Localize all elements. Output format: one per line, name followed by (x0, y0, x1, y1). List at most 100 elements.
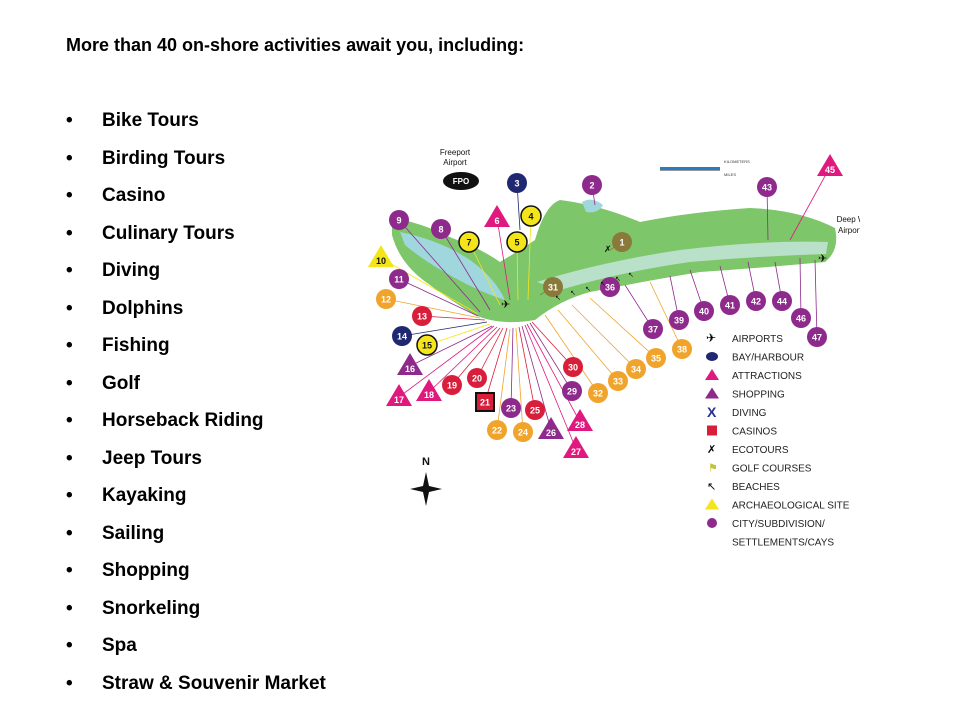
compass-icon (410, 472, 442, 506)
map-marker-label: 14 (397, 332, 407, 342)
map-marker-33 (608, 371, 628, 391)
leader-line (589, 297, 657, 359)
map-marker-label: 9 (396, 216, 401, 226)
map-marker-35 (646, 348, 666, 368)
activity-label: Casino (102, 185, 166, 206)
activity-label: Spa (102, 635, 137, 656)
map-marker-label: 11 (394, 275, 404, 285)
map-marker-label: 16 (405, 364, 415, 374)
bullet-icon: • (66, 597, 73, 619)
bullet-icon: • (66, 485, 73, 506)
activity-label: Shopping (102, 560, 190, 581)
freeport-label-1: Freeport (440, 148, 471, 157)
bullet-icon: • (66, 260, 73, 281)
north-label: N (422, 456, 430, 468)
map-marker-28 (567, 409, 593, 431)
legend-label: CASINOS (732, 427, 777, 438)
freeport-label-2: Airport (443, 158, 467, 167)
bullet-icon: • (66, 222, 73, 244)
map-marker-label: 13 (417, 312, 427, 322)
map-marker-label: 8 (438, 225, 443, 235)
map-marker-label: 23 (506, 404, 516, 414)
leader-line (428, 326, 498, 393)
map-marker-3 (507, 173, 527, 193)
map-marker-40 (694, 301, 714, 321)
map-marker-32 (588, 383, 608, 403)
diving-x-icon: X (707, 404, 717, 420)
leader-line (544, 314, 599, 394)
map-marker-24 (513, 422, 533, 442)
map-marker-5 (506, 231, 528, 253)
legend-label: CITY/SUBDIVISION/ (732, 519, 825, 530)
map-marker-label: 32 (593, 389, 603, 399)
leader-line (814, 259, 818, 338)
map-marker-label: 15 (422, 341, 432, 351)
deep-water-label-1: Deep Water Cay (837, 215, 860, 224)
activity-label: Kayaking (102, 485, 187, 506)
bullet-icon: • (66, 447, 73, 469)
map-marker-label: 40 (699, 307, 709, 317)
map-marker-label: 31 (548, 283, 558, 293)
map-marker-label: 1 (619, 238, 624, 248)
legend-label: GOLF COURSES (732, 464, 812, 475)
map-marker-27 (563, 436, 589, 458)
map-marker-20 (467, 368, 487, 388)
map-marker-label: 26 (546, 428, 556, 438)
map-marker-label: 22 (492, 426, 502, 436)
map-marker-17 (386, 384, 412, 406)
golf-flag-icon: ⚑ (708, 463, 718, 475)
map-marker-label: 35 (651, 354, 661, 364)
bullet-icon: • (66, 372, 73, 394)
legend-label: ARCHAEOLOGICAL SITE (732, 501, 850, 512)
map-marker-8 (431, 219, 451, 239)
map-marker-label: 2 (589, 181, 594, 191)
legend-label: ECOTOURS (732, 445, 789, 456)
leader-line (496, 328, 511, 431)
leader-line (496, 217, 511, 301)
activity-label: Jeep Tours (102, 447, 202, 469)
leader-line (557, 309, 619, 382)
map-marker-21 (475, 392, 495, 412)
leader-line (510, 327, 514, 409)
legend-label: SHOPPING (732, 390, 785, 401)
leader-line (426, 323, 491, 346)
map-marker-37 (643, 319, 663, 339)
leader-line (385, 298, 481, 319)
activity-label: Snorkeling (102, 597, 201, 619)
scale-unit-km: KILOMETERS (724, 159, 750, 164)
leader-line (440, 228, 491, 311)
purple-triangle-icon (705, 387, 719, 399)
map-marker-16 (397, 353, 423, 375)
scale-bar: KILOMETERS MILES (660, 159, 750, 177)
beach-icon: ↖ (628, 272, 634, 279)
map-marker-36 (600, 277, 620, 297)
activity-label: Birding Tours (102, 147, 226, 169)
beach-icon: ↖ (707, 481, 716, 493)
map-marker-15 (416, 334, 438, 356)
leader-line (380, 257, 479, 315)
map-marker-label: 7 (466, 238, 471, 248)
bullet-icon: • (66, 522, 73, 544)
map-marker-label: 18 (424, 390, 434, 400)
map-marker-label: 45 (825, 165, 835, 175)
bullet-icon: • (66, 635, 73, 656)
map-marker-label: 34 (631, 365, 641, 375)
activity-label: Fishing (102, 335, 170, 356)
activity-label: Diving (102, 260, 161, 281)
legend-label: SETTLEMENTS/CAYS (732, 538, 834, 549)
map-marker-7 (458, 231, 480, 253)
bullet-icon: • (66, 410, 73, 431)
map-marker-18 (416, 379, 442, 401)
purple-dot-icon (707, 518, 717, 528)
map-marker-label: 17 (394, 395, 404, 405)
bullet-icon: • (66, 297, 73, 319)
scale-unit-mi: MILES (724, 172, 736, 177)
map-marker-19 (442, 375, 462, 395)
map-marker-9 (389, 210, 409, 230)
map-marker-label: 42 (751, 297, 761, 307)
cay-north (582, 199, 603, 213)
activity-label: Bike Tours (102, 110, 199, 131)
leader-line (521, 325, 552, 431)
map-marker-38 (672, 339, 692, 359)
